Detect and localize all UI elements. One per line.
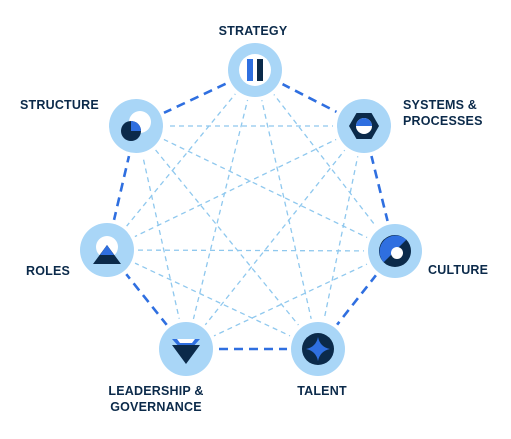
label-structure-line-1: STRUCTURE: [20, 98, 99, 112]
inner-connection-strategy-roles: [106, 69, 256, 251]
label-systems: SYSTEMS & PROCESSES: [403, 97, 503, 129]
node-leadership: [155, 318, 217, 380]
label-talent: TALENT: [277, 383, 367, 399]
inner-connection-culture-leadership: [185, 250, 396, 350]
label-strategy-line-1: STRATEGY: [218, 24, 288, 38]
label-structure: STRUCTURE: [20, 97, 120, 113]
funnel-icon: [172, 339, 200, 364]
label-strategy: STRATEGY: [198, 23, 308, 39]
triangle-circle-icon: [93, 236, 121, 264]
inner-connection-systems-roles: [106, 125, 365, 251]
node-structure: [105, 95, 167, 157]
inner-connection-talent-roles: [106, 249, 319, 350]
strategy-bars-icon: [239, 54, 271, 86]
node-roles: [76, 219, 138, 281]
label-systems-line-2: PROCESSES: [403, 114, 483, 128]
circles-icon: [121, 111, 151, 141]
node-culture: [364, 220, 426, 282]
node-strategy: [224, 39, 286, 101]
inner-connection-strategy-talent: [254, 69, 319, 350]
label-systems-line-1: SYSTEMS &: [403, 98, 478, 112]
inner-connection-systems-leadership: [185, 125, 365, 350]
node-systems: [333, 95, 395, 157]
label-culture-line-1: CULTURE: [428, 263, 489, 277]
inner-connection-systems-talent: [317, 125, 365, 350]
inner-connection-culture-structure: [135, 125, 396, 252]
half-circle-icon: [379, 235, 411, 267]
label-leadership-line-2: GOVERNANCE: [110, 400, 202, 414]
hexagon-icon: [349, 113, 379, 139]
inner-connection-culture-roles: [106, 249, 396, 252]
inner-connection-strategy-leadership: [185, 69, 256, 350]
label-roles-line-1: ROLES: [26, 264, 71, 278]
inner-connection-talent-structure: [135, 125, 319, 350]
nodes: [76, 39, 426, 380]
inner-connection-strategy-culture: [254, 69, 396, 252]
label-culture: CULTURE: [428, 262, 508, 278]
label-talent-line-1: TALENT: [297, 384, 347, 398]
label-roles: ROLES: [26, 263, 86, 279]
node-talent: [287, 318, 349, 380]
star-spark-icon: [302, 333, 334, 365]
label-leadership: LEADERSHIP & GOVERNANCE: [91, 383, 221, 415]
label-leadership-line-1: LEADERSHIP &: [108, 384, 204, 398]
inner-connections: [106, 69, 396, 350]
inner-connection-leadership-structure: [135, 125, 187, 350]
